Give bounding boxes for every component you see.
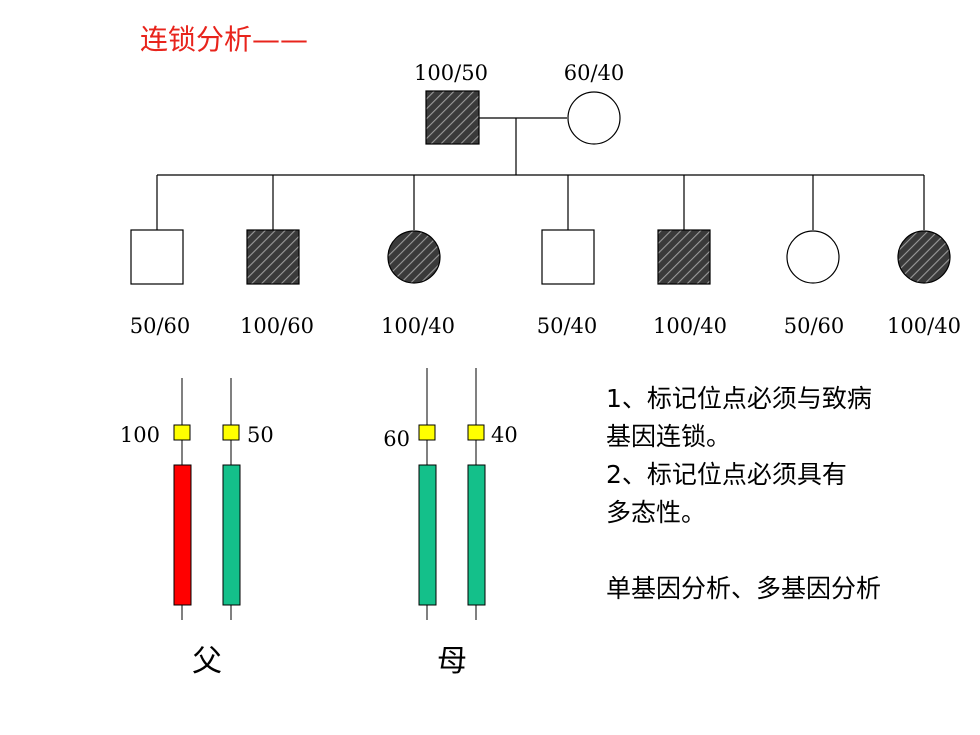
mother-symbol [567, 91, 621, 145]
child-2-genotype: 100/60 [240, 314, 314, 338]
marker-label-40: 40 [491, 423, 518, 447]
child-2-symbol-affected [246, 229, 300, 285]
father-genotype: 100/50 [414, 61, 488, 85]
mother-label: 母 [437, 644, 467, 679]
child-3-symbol-affected [387, 230, 441, 284]
child-1-symbol [130, 229, 184, 285]
father-label: 父 [192, 644, 222, 679]
mother-genotype: 60/40 [564, 61, 625, 85]
note-line-2: 基因连锁。 [606, 422, 732, 451]
child-6-genotype: 50/60 [784, 314, 845, 338]
note-line-5: 单基因分析、多基因分析 [606, 574, 882, 603]
child-1-genotype: 50/60 [130, 314, 191, 338]
marker-100 [173, 424, 191, 441]
marker-label-100: 100 [120, 423, 160, 447]
title: 连锁分析—— [140, 23, 309, 56]
child-7-genotype: 100/40 [887, 314, 961, 338]
father-symbol-affected [425, 90, 480, 145]
child-5-genotype: 100/40 [653, 314, 727, 338]
note-line-1: 1、标记位点必须与致病 [606, 384, 872, 413]
child-4-genotype: 50/40 [537, 314, 598, 338]
requirements-notes: 1、标记位点必须与致病 基因连锁。 2、标记位点必须具有 多态性。 单基因分析、… [606, 380, 881, 608]
marker-40 [467, 424, 485, 441]
marker-50 [222, 424, 240, 441]
normal-allele-bar [222, 464, 241, 606]
normal-allele-bar [418, 464, 437, 606]
child-4-symbol [541, 229, 595, 285]
child-3-genotype: 100/40 [381, 314, 455, 338]
disease-allele-bar [173, 464, 192, 606]
marker-60 [418, 424, 436, 441]
child-5-symbol-affected [657, 229, 711, 285]
marker-label-60: 60 [383, 427, 410, 451]
marker-label-50: 50 [247, 423, 274, 447]
normal-allele-bar [467, 464, 486, 606]
note-line-3: 2、标记位点必须具有 [606, 460, 847, 489]
child-6-symbol [786, 230, 840, 284]
child-7-symbol-affected [897, 230, 951, 284]
mother-chromosomes: 60 40 母 [383, 368, 518, 679]
note-line-4: 多态性。 [606, 498, 707, 527]
father-chromosomes: 100 50 父 [120, 378, 274, 679]
